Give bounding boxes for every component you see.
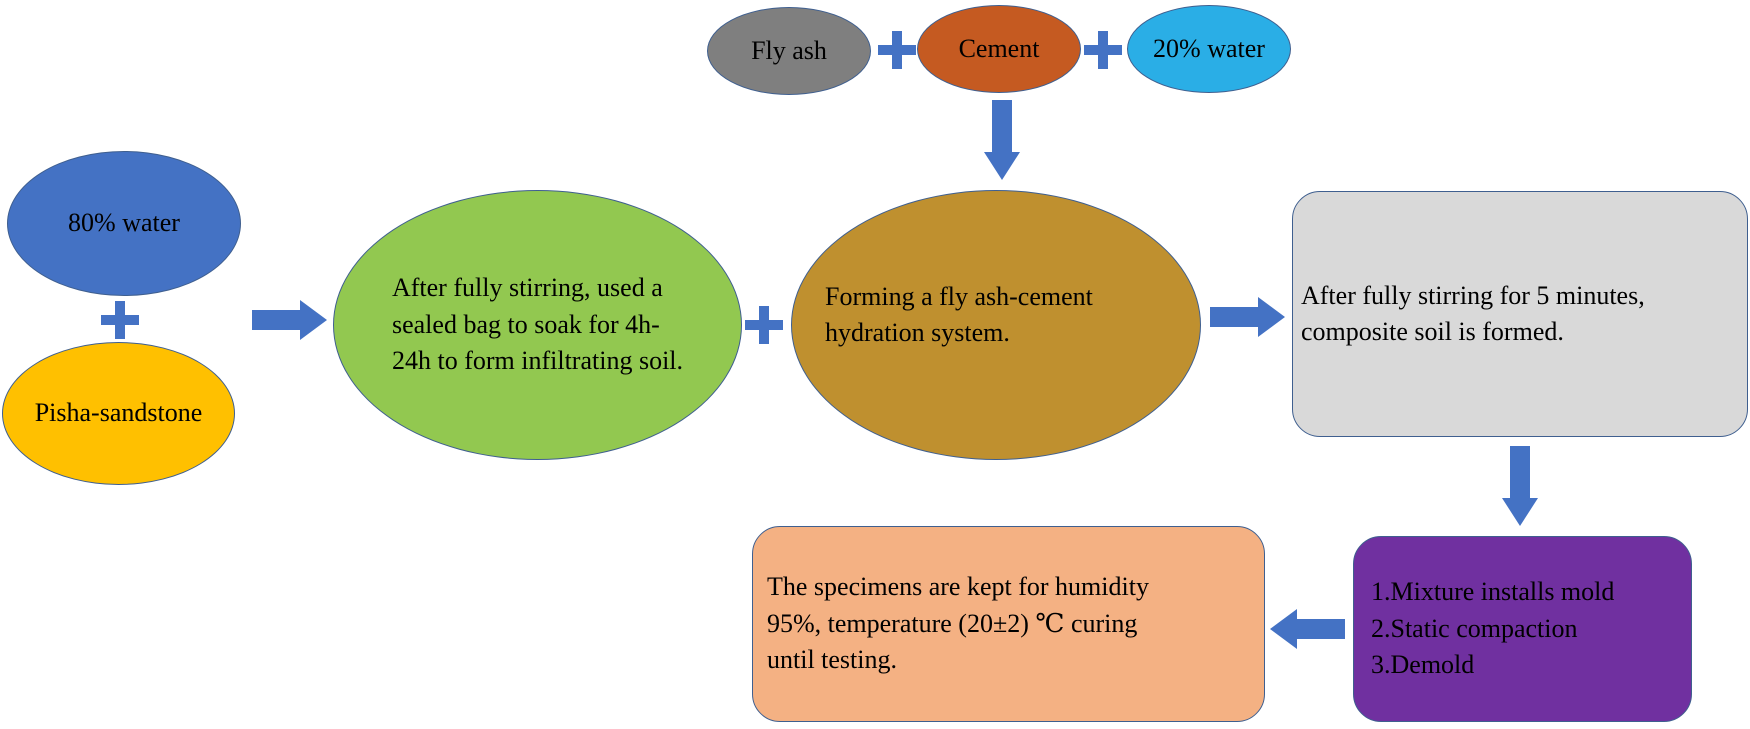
text-line: composite soil is formed. — [1301, 317, 1564, 347]
node-composite-soil: After fully stirring for 5 minutes, comp… — [1292, 191, 1748, 437]
plus-icon — [1084, 31, 1122, 69]
node-cement-label: Cement — [958, 33, 1040, 63]
node-water-80-label: 80% water — [68, 208, 180, 238]
node-pisha-sandstone-label: Pisha-sandstone — [34, 398, 203, 428]
arrow-left-icon — [1270, 609, 1345, 649]
text-line: Forming a fly ash-cement — [825, 281, 1093, 311]
node-fly-ash-label: Fly ash — [751, 35, 827, 65]
node-composite-soil-text: After fully stirring for 5 minutes, comp… — [1301, 278, 1645, 351]
text-line: After fully stirring for 5 minutes, — [1301, 281, 1645, 310]
text-line: After fully stirring, used a — [391, 273, 663, 303]
node-water-80: 80% water — [7, 151, 241, 296]
arrow-down-icon — [1502, 446, 1538, 526]
node-infiltrating-soil: After fully stirring, used a sealed bag … — [333, 190, 742, 460]
node-cement: Cement — [917, 5, 1081, 93]
node-curing-text: The specimens are kept for humidity 95%,… — [767, 569, 1149, 678]
text-line: until testing. — [767, 645, 897, 675]
text-line: 1.Mixture installs mold — [1371, 577, 1615, 607]
node-pisha-sandstone: Pisha-sandstone — [2, 342, 235, 485]
text-line: 3.Demold — [1371, 650, 1475, 680]
plus-icon — [745, 306, 783, 344]
plus-icon — [878, 31, 916, 69]
text-line: 95%, temperature (20±2) ℃ curing — [767, 608, 1138, 638]
node-water-20-label: 20% water — [1153, 33, 1265, 63]
node-fly-ash: Fly ash — [707, 7, 871, 95]
arrow-right-icon — [252, 300, 327, 340]
node-water-20: 20% water — [1127, 5, 1291, 93]
text-line: sealed bag to soak for 4h- — [391, 309, 660, 339]
text-line: 24h to form infiltrating soil. — [391, 346, 684, 376]
text-line: hydration system. — [825, 318, 1010, 347]
node-hydration-system-text: Forming a fly ash-cement hydration syste… — [825, 279, 1093, 352]
node-curing: The specimens are kept for humidity 95%,… — [752, 526, 1265, 722]
arrow-down-icon — [984, 100, 1020, 180]
node-hydration-system: Forming a fly ash-cement hydration syste… — [791, 190, 1201, 460]
arrow-right-icon — [1210, 297, 1285, 337]
plus-icon — [101, 301, 139, 339]
text-line: 2.Static compaction — [1371, 613, 1578, 643]
node-molding-steps-text: 1.Mixture installs mold 2.Static compact… — [1371, 574, 1614, 683]
node-molding-steps: 1.Mixture installs mold 2.Static compact… — [1353, 536, 1692, 722]
node-infiltrating-soil-text: After fully stirring, used a sealed bag … — [392, 270, 683, 379]
text-line: The specimens are kept for humidity — [767, 572, 1149, 602]
